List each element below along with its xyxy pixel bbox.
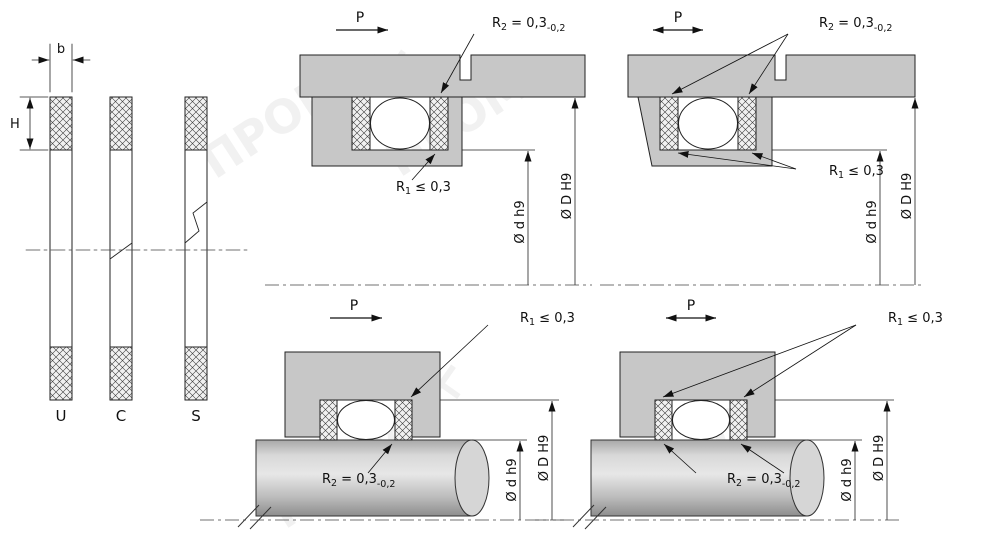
backup-ring-left <box>654 399 673 441</box>
o-ring <box>678 97 738 150</box>
backup-ring-right <box>729 399 748 441</box>
ring-hatch-top <box>109 96 133 151</box>
housing-block <box>627 54 916 98</box>
profile-label-u: U <box>56 407 67 425</box>
leader-line-r1-left <box>677 150 797 170</box>
dimension-lines <box>775 399 894 520</box>
leader-line-r1-right <box>743 324 857 398</box>
dim-h-label: H <box>10 117 20 132</box>
pressure-label: P <box>674 10 682 26</box>
leader-line-r1-left <box>662 324 857 398</box>
pressure-label: P <box>350 298 358 314</box>
shaft-end <box>454 439 490 517</box>
dia-shaft-label: Ø d h9 <box>840 458 855 501</box>
dim-b-label: b <box>57 42 65 57</box>
leader-line-r2-right <box>740 443 785 474</box>
backup-ring-right <box>429 96 449 151</box>
leader-line-r2-right <box>748 33 789 95</box>
r1-label: R1 ≤ 0,3 <box>859 311 964 328</box>
leader-line-r1 <box>410 324 489 398</box>
diagram-rod-single: Ø d h9 Ø D H9 P R1 ≤ 0,3 R2 = 0,3-0,2 <box>200 298 596 530</box>
o-ring <box>370 97 430 150</box>
leader-line-r2-left <box>663 443 697 474</box>
profile-section: b H U C S <box>10 42 249 425</box>
ring-hatch-bottom <box>184 346 208 401</box>
r1-label: R1 ≤ 0,3 <box>367 180 472 197</box>
dimension-lines <box>440 399 559 520</box>
profile-label-s: S <box>191 407 201 425</box>
r2-label: R2 = 0,3-0,2 <box>463 16 586 35</box>
r1-label: R1 ≤ 0,3 <box>491 311 596 328</box>
leader-line-r1 <box>411 153 436 181</box>
step-cut <box>184 201 208 244</box>
shaft <box>255 439 473 517</box>
r2-label: R2 = 0,3-0,2 <box>293 472 416 491</box>
dia-bore-label: Ø D H9 <box>560 173 575 220</box>
leader-line-r2 <box>440 33 475 94</box>
pressure-label: P <box>687 298 695 314</box>
dia-bore-label: Ø D H9 <box>900 173 915 220</box>
backup-ring-right <box>737 96 757 151</box>
backup-ring-left <box>351 96 371 151</box>
leader-line-r2-left <box>671 33 789 95</box>
break-marks <box>237 504 272 530</box>
scarf-cut <box>109 242 133 260</box>
shaft <box>590 439 808 517</box>
leader-line-r2 <box>367 443 393 474</box>
ring-hatch-bottom <box>109 346 133 401</box>
r2-label: R2 = 0,3-0,2 <box>698 472 821 491</box>
dia-shaft-label: Ø d h9 <box>865 200 880 243</box>
backup-ring-right <box>394 399 413 441</box>
dimension-b <box>31 43 91 93</box>
r1-label: R1 ≤ 0,3 <box>800 164 905 181</box>
ring-hatch-top <box>184 96 208 151</box>
housing-block <box>299 54 586 98</box>
dia-bore-label: Ø D H9 <box>537 435 552 482</box>
diagram-rod-double: Ø d h9 Ø D H9 P R1 ≤ 0,3 R2 = 0,3-0,2 <box>535 298 964 530</box>
o-ring <box>672 400 730 440</box>
dimension-h <box>19 96 49 151</box>
dimension-lines <box>772 98 919 285</box>
ring-hatch-bottom <box>49 346 73 401</box>
dia-shaft-label: Ø d h9 <box>505 458 520 501</box>
pressure-label: P <box>356 10 364 26</box>
dia-shaft-label: Ø d h9 <box>513 200 528 243</box>
backup-ring-left <box>319 399 338 441</box>
profile-s: S <box>184 96 208 425</box>
r2-label: R2 = 0,3-0,2 <box>790 16 913 35</box>
break-marks <box>572 504 607 530</box>
dia-bore-label: Ø D H9 <box>872 435 887 482</box>
ring-hatch-top <box>49 96 73 151</box>
leader-line-r1-right <box>751 152 797 170</box>
profile-u: b H U <box>10 42 91 425</box>
profile-c: C <box>109 96 133 425</box>
backup-ring-left <box>659 96 679 151</box>
dimension-lines <box>462 98 579 285</box>
o-ring <box>337 400 395 440</box>
profile-label-c: C <box>116 407 126 425</box>
diagram-piston-double: Ø d h9 Ø D H9 P R2 = 0,3-0,2 R1 ≤ 0,3 <box>600 10 925 286</box>
diagram-piston-single: Ø d h9 Ø D H9 P R2 = 0,3-0,2 R1 ≤ 0,3 <box>265 10 592 286</box>
